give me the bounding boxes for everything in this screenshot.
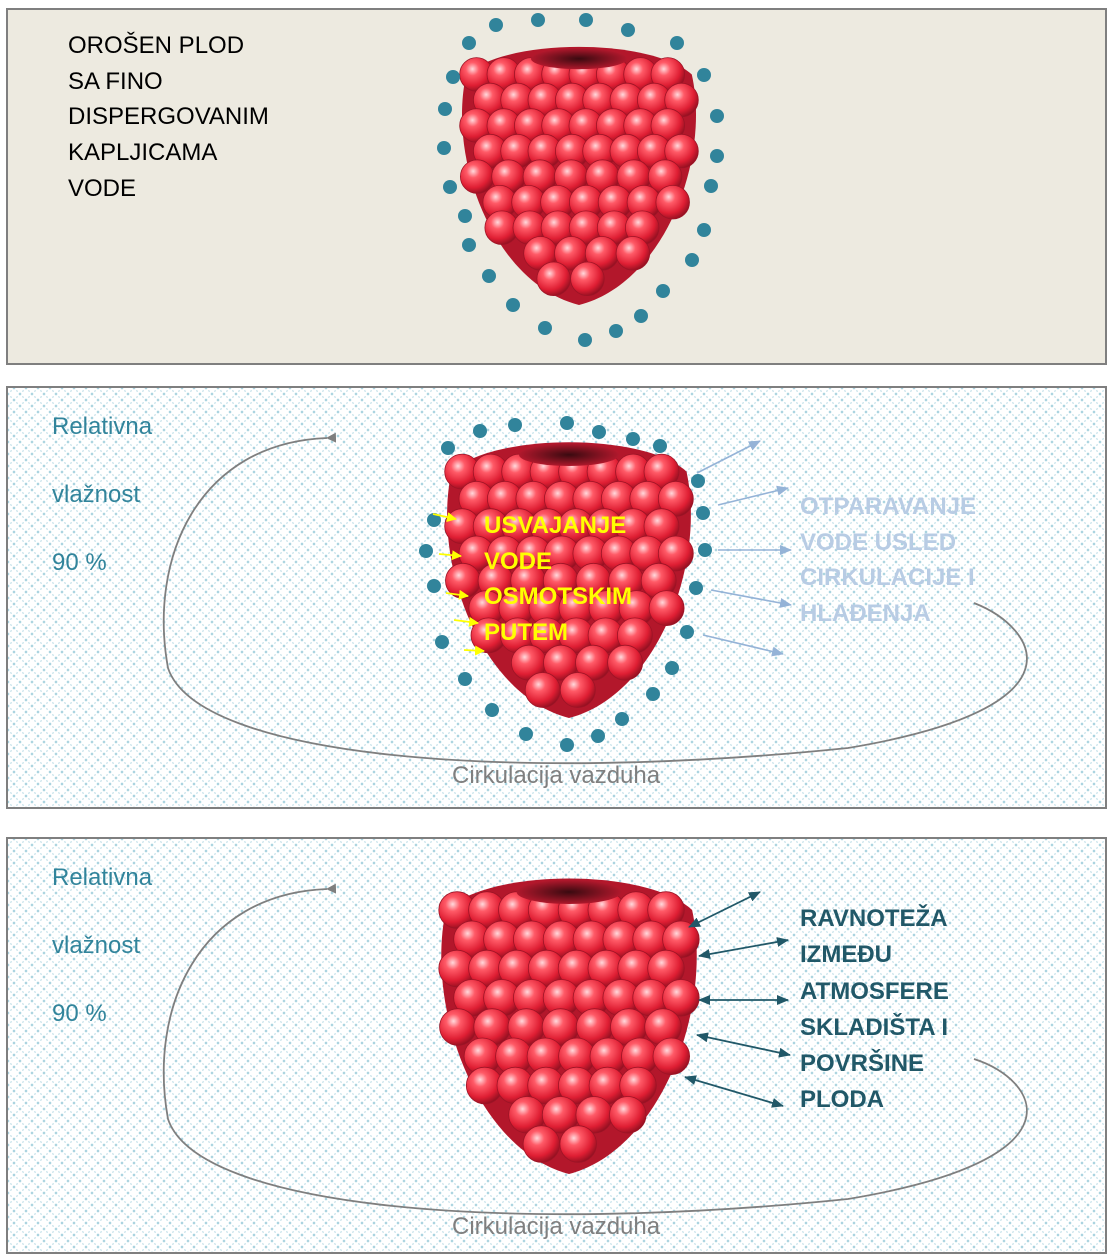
water-droplet [506,298,520,312]
equilibrium-line: IZMEĐU [800,937,949,973]
drupelet [571,262,605,296]
water-droplet [665,661,679,675]
water-droplet [443,180,457,194]
water-droplet [446,70,460,84]
berry-cavity [517,880,622,904]
humidity-label-line1: Relativna [52,413,152,441]
water-droplet [485,703,499,717]
evaporation-line: CIRKULACIJE I [800,560,976,596]
raspberry-illustration [460,47,699,305]
water-droplet [560,738,574,752]
water-droplet [508,418,522,432]
equilibrium-line: PLODA [800,1082,949,1113]
equilibrium-line: SKLADIŠTA I [800,1010,949,1046]
humidity-value: 90 % [52,1000,107,1028]
water-droplet [482,269,496,283]
evaporation-label: OTPARAVANJE VODE USLED CIRKULACIJE I HLA… [800,489,976,631]
drupelet [523,1126,560,1163]
water-droplet [710,109,724,123]
humidity-label-line1: Relativna [52,864,152,892]
water-droplet [578,333,592,347]
water-droplet [592,425,606,439]
water-droplet [579,13,593,27]
water-droplet [691,474,705,488]
water-droplet [435,635,449,649]
drupelet [608,645,643,680]
water-droplet [538,321,552,335]
water-droplet [437,141,451,155]
equilibrium-panel: Relativna vlažnost 90 % RAVNOTEŽA IZMEĐU… [6,837,1107,1254]
drupelet [560,1126,597,1163]
drupelet [537,262,571,296]
drupelet [460,160,494,194]
dew-covered-fruit-panel: OROŠEN PLOD SA FINO DISPERGOVANIM KAPLJI… [6,8,1107,365]
air-circulation-label: Cirkulacija vazduha [452,1213,660,1241]
water-droplet [680,625,694,639]
evaporation-line: HLAĐENJA [800,596,976,632]
drupelet [560,673,595,708]
water-droplet [441,441,455,455]
water-droplet [626,432,640,446]
osmotic-absorption-panel: Relativna vlažnost 90 % USVAJANJE VODE O… [6,386,1107,809]
water-droplet [653,439,667,453]
water-droplet [609,324,623,338]
water-droplet [427,579,441,593]
drupelet [525,673,560,708]
water-droplet [458,209,472,223]
water-droplet [704,179,718,193]
water-droplet [615,712,629,726]
water-droplet [670,36,684,50]
equilibrium-line: ATMOSFERE [800,974,949,1010]
water-droplet [458,672,472,686]
water-droplet [685,253,699,267]
water-droplet [697,68,711,82]
water-droplet [689,581,703,595]
water-droplet [462,238,476,252]
drupelet [656,185,690,219]
air-circulation-label: Cirkulacija vazduha [452,762,660,790]
water-droplet [419,544,433,558]
osmotic-absorption-label: USVAJANJE VODE OSMOTSKIM PUTEM [484,508,632,650]
absorption-line: OSMOTSKIM [484,579,632,615]
drupelet [653,1038,690,1075]
drupelet [649,591,684,626]
humidity-label-line2: vlažnost [52,932,140,960]
water-droplet [698,543,712,557]
water-droplet [697,223,711,237]
humidity-label-line2: vlažnost [52,481,140,509]
absorption-arrow [464,650,484,651]
absorption-line: VODE [484,544,632,580]
drupelet [440,1009,477,1046]
water-droplet [656,284,670,298]
humidity-value: 90 % [52,549,107,577]
equilibrium-label: RAVNOTEŽA IZMEĐU ATMOSFERE SKLADIŠTA I P… [800,901,949,1113]
water-droplet [531,13,545,27]
water-droplet [473,424,487,438]
water-droplet [489,18,503,32]
raspberry-with-droplets [8,10,1107,365]
water-droplet [462,36,476,50]
evaporation-line: VODE USLED [800,525,976,561]
evaporation-line: OTPARAVANJE [800,489,976,525]
water-droplet [621,23,635,37]
water-droplet [438,102,452,116]
absorption-line: USVAJANJE [484,508,632,544]
water-droplet [634,309,648,323]
water-droplet [519,727,533,741]
berry-cavity [531,48,627,69]
equilibrium-line: POVRŠINE [800,1046,949,1082]
water-droplet [646,687,660,701]
water-droplet [696,506,710,520]
absorption-line: PUTEM [484,615,632,651]
drupelet [610,1097,647,1134]
drupelet [616,237,650,271]
water-droplet [591,729,605,743]
water-droplet [710,149,724,163]
berry-cavity [519,444,619,466]
equilibrium-line: RAVNOTEŽA [800,901,949,937]
water-droplet [560,416,574,430]
